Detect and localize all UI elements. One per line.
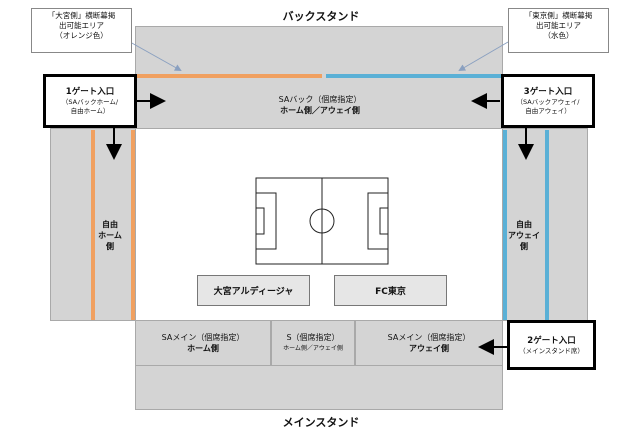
home-callout-arrow (129, 41, 182, 71)
home-callout-line1: 「大宮側」横断幕掲 (47, 11, 116, 20)
away-callout-line1: 「東京側」横断幕掲 (524, 11, 593, 20)
sa-main-home-line2: ホーム側 (187, 344, 219, 353)
gate3-title: 3ゲート入口 (523, 87, 573, 97)
gate1-box: 1ゲート入口 （SAバックホーム/ 自由ホーム） (43, 74, 137, 128)
gate3-sub2: 自由アウェイ） (525, 107, 571, 115)
free-home-line3: 側 (106, 241, 114, 251)
away-callout-arrow (458, 41, 509, 72)
s-seat-section: S（個席指定） ホーム側／アウェイ側 (271, 320, 355, 366)
s-seat-line1: S（個席指定） (286, 333, 340, 342)
away-banner-callout: 「東京側」横断幕掲 出可能エリア （水色） (508, 8, 609, 53)
soccer-field (255, 177, 389, 265)
away-callout-line2: 出可能エリア (536, 21, 581, 30)
sa-back-line1: SAバック（個席指定） (278, 95, 362, 104)
free-away-label: 自由 アウェイ 側 (504, 215, 544, 255)
gate2-sub1: （メインスタンド席） (519, 346, 584, 355)
free-home-line2: ホーム (98, 230, 122, 240)
gate1-sub1: （SAバックホーム/ (61, 98, 119, 106)
home-banner-callout: 「大宮側」横断幕掲 出可能エリア （オレンジ色） (31, 8, 132, 53)
sa-main-home-line1: SAメイン（個席指定） (161, 333, 245, 342)
home-banner-area (91, 74, 322, 320)
free-away-line2: アウェイ (508, 230, 540, 240)
home-callout-line2: 出可能エリア (59, 21, 104, 30)
s-seat-line2: ホーム側／アウェイ側 (283, 345, 343, 352)
away-callout-line3: （水色） (543, 31, 574, 40)
gate3-box: 3ゲート入口 （SAバックアウェイ/ 自由アウェイ） (501, 74, 595, 128)
away-banner-area (326, 74, 549, 320)
back-stand-title: バックスタンド (282, 10, 360, 23)
team-away-box: FC東京 (334, 275, 447, 306)
team-home-box: 大宮アルディージャ (197, 275, 310, 306)
gate2-title: 2ゲート入口 (527, 335, 576, 346)
main-stand-title: メインスタンド (282, 416, 360, 429)
gate1-title: 1ゲート入口 (65, 87, 115, 97)
free-away-line3: 側 (520, 241, 528, 251)
gate1-sub2: 自由ホーム） (70, 107, 110, 115)
sa-main-home-section: SAメイン（個席指定） ホーム側 (135, 320, 271, 366)
sa-back-line2: ホーム側／アウェイ側 (280, 106, 360, 115)
gate3-sub1: （SAバックアウェイ/ (516, 98, 580, 106)
home-callout-line3: （オレンジ色） (55, 31, 108, 40)
sa-main-away-line1: SAメイン（個席指定） (387, 333, 471, 342)
free-home-label: 自由 ホーム 側 (90, 215, 130, 255)
gate2-box: 2ゲート入口 （メインスタンド席） (507, 320, 596, 370)
free-home-line1: 自由 (102, 219, 118, 229)
sa-back-label: SAバック（個席指定） ホーム側／アウェイ側 (240, 92, 400, 118)
free-away-line1: 自由 (516, 219, 532, 229)
sa-main-away-line2: アウェイ側 (409, 344, 449, 353)
